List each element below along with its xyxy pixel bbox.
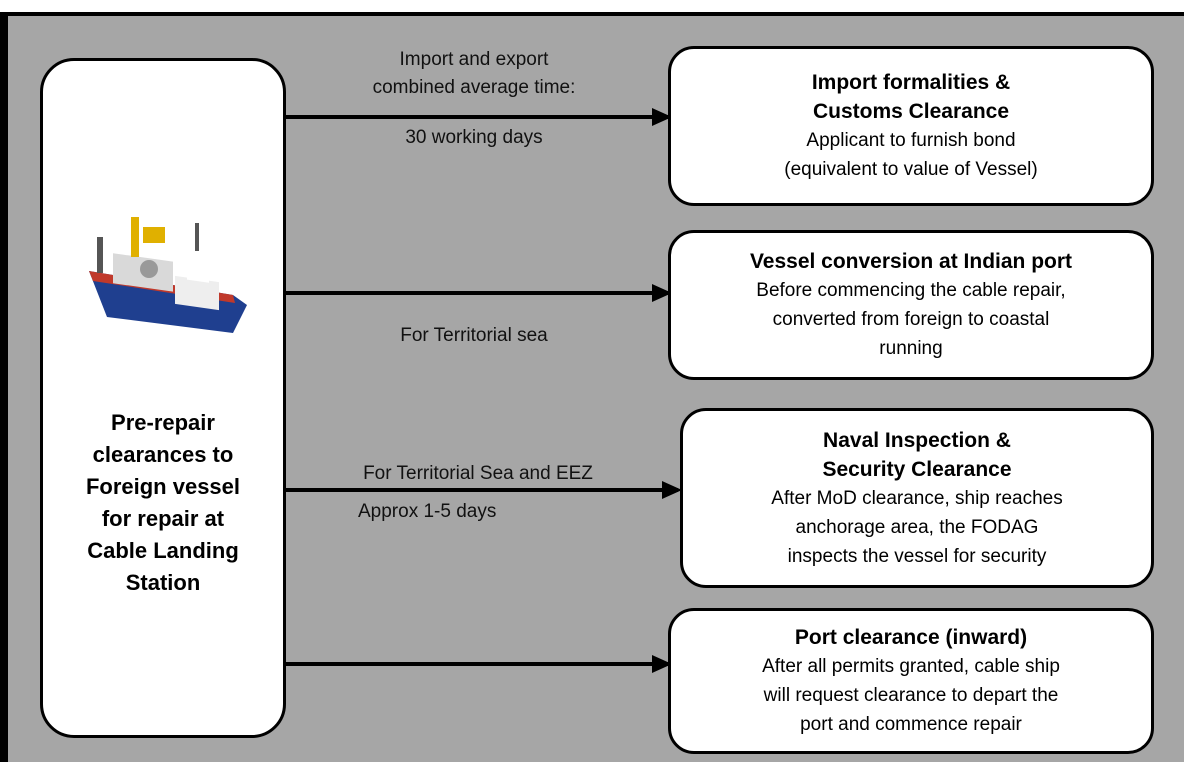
import-time-label: Import and export combined average time: [372,49,576,98]
import-customs-desc: Applicant to furnish bond (equivalent to… [784,130,1038,180]
arrow-to-import-box [286,108,672,126]
left-box-title: Pre-repair clearances to Foreign vessel … [85,410,241,595]
vessel-conversion-title: Vessel conversion at Indian port [749,250,1073,273]
arrow-to-port-clearance-box [286,655,672,673]
port-clearance-desc: After all permits granted, cable ship wi… [762,656,1060,735]
cable-ship-icon [89,217,247,333]
import-customs-title: Import formalities & Customs Clearance [811,71,1011,123]
arrow-to-naval-inspection-box [286,481,682,499]
diagram-frame: Pre-repair clearances to Foreign vessel … [0,12,1184,762]
naval-inspection-box: Naval Inspection & Security Clearance Af… [680,408,1154,588]
vessel-conversion-box: Vessel conversion at Indian port Before … [668,230,1154,380]
naval-inspection-title: Naval Inspection & Security Clearance [822,428,1012,481]
naval-inspection-desc: After MoD clearance, ship reaches anchor… [771,487,1063,567]
import-days-label: 30 working days [405,127,543,148]
import-customs-box: Import formalities & Customs Clearance A… [668,46,1154,206]
arrow-to-vessel-conversion-box [286,284,672,302]
pre-repair-clearances-box: Pre-repair clearances to Foreign vessel … [40,58,286,738]
port-clearance-box: Port clearance (inward) After all permit… [668,608,1154,754]
vessel-conversion-desc: Before commencing the cable repair, conv… [756,280,1066,359]
territorial-sea-label: For Territorial sea [400,325,548,346]
territorial-sea-eez-label: For Territorial Sea and EEZ [363,463,593,484]
port-clearance-title: Port clearance (inward) [794,626,1028,649]
approx-days-label: Approx 1-5 days [358,501,497,522]
